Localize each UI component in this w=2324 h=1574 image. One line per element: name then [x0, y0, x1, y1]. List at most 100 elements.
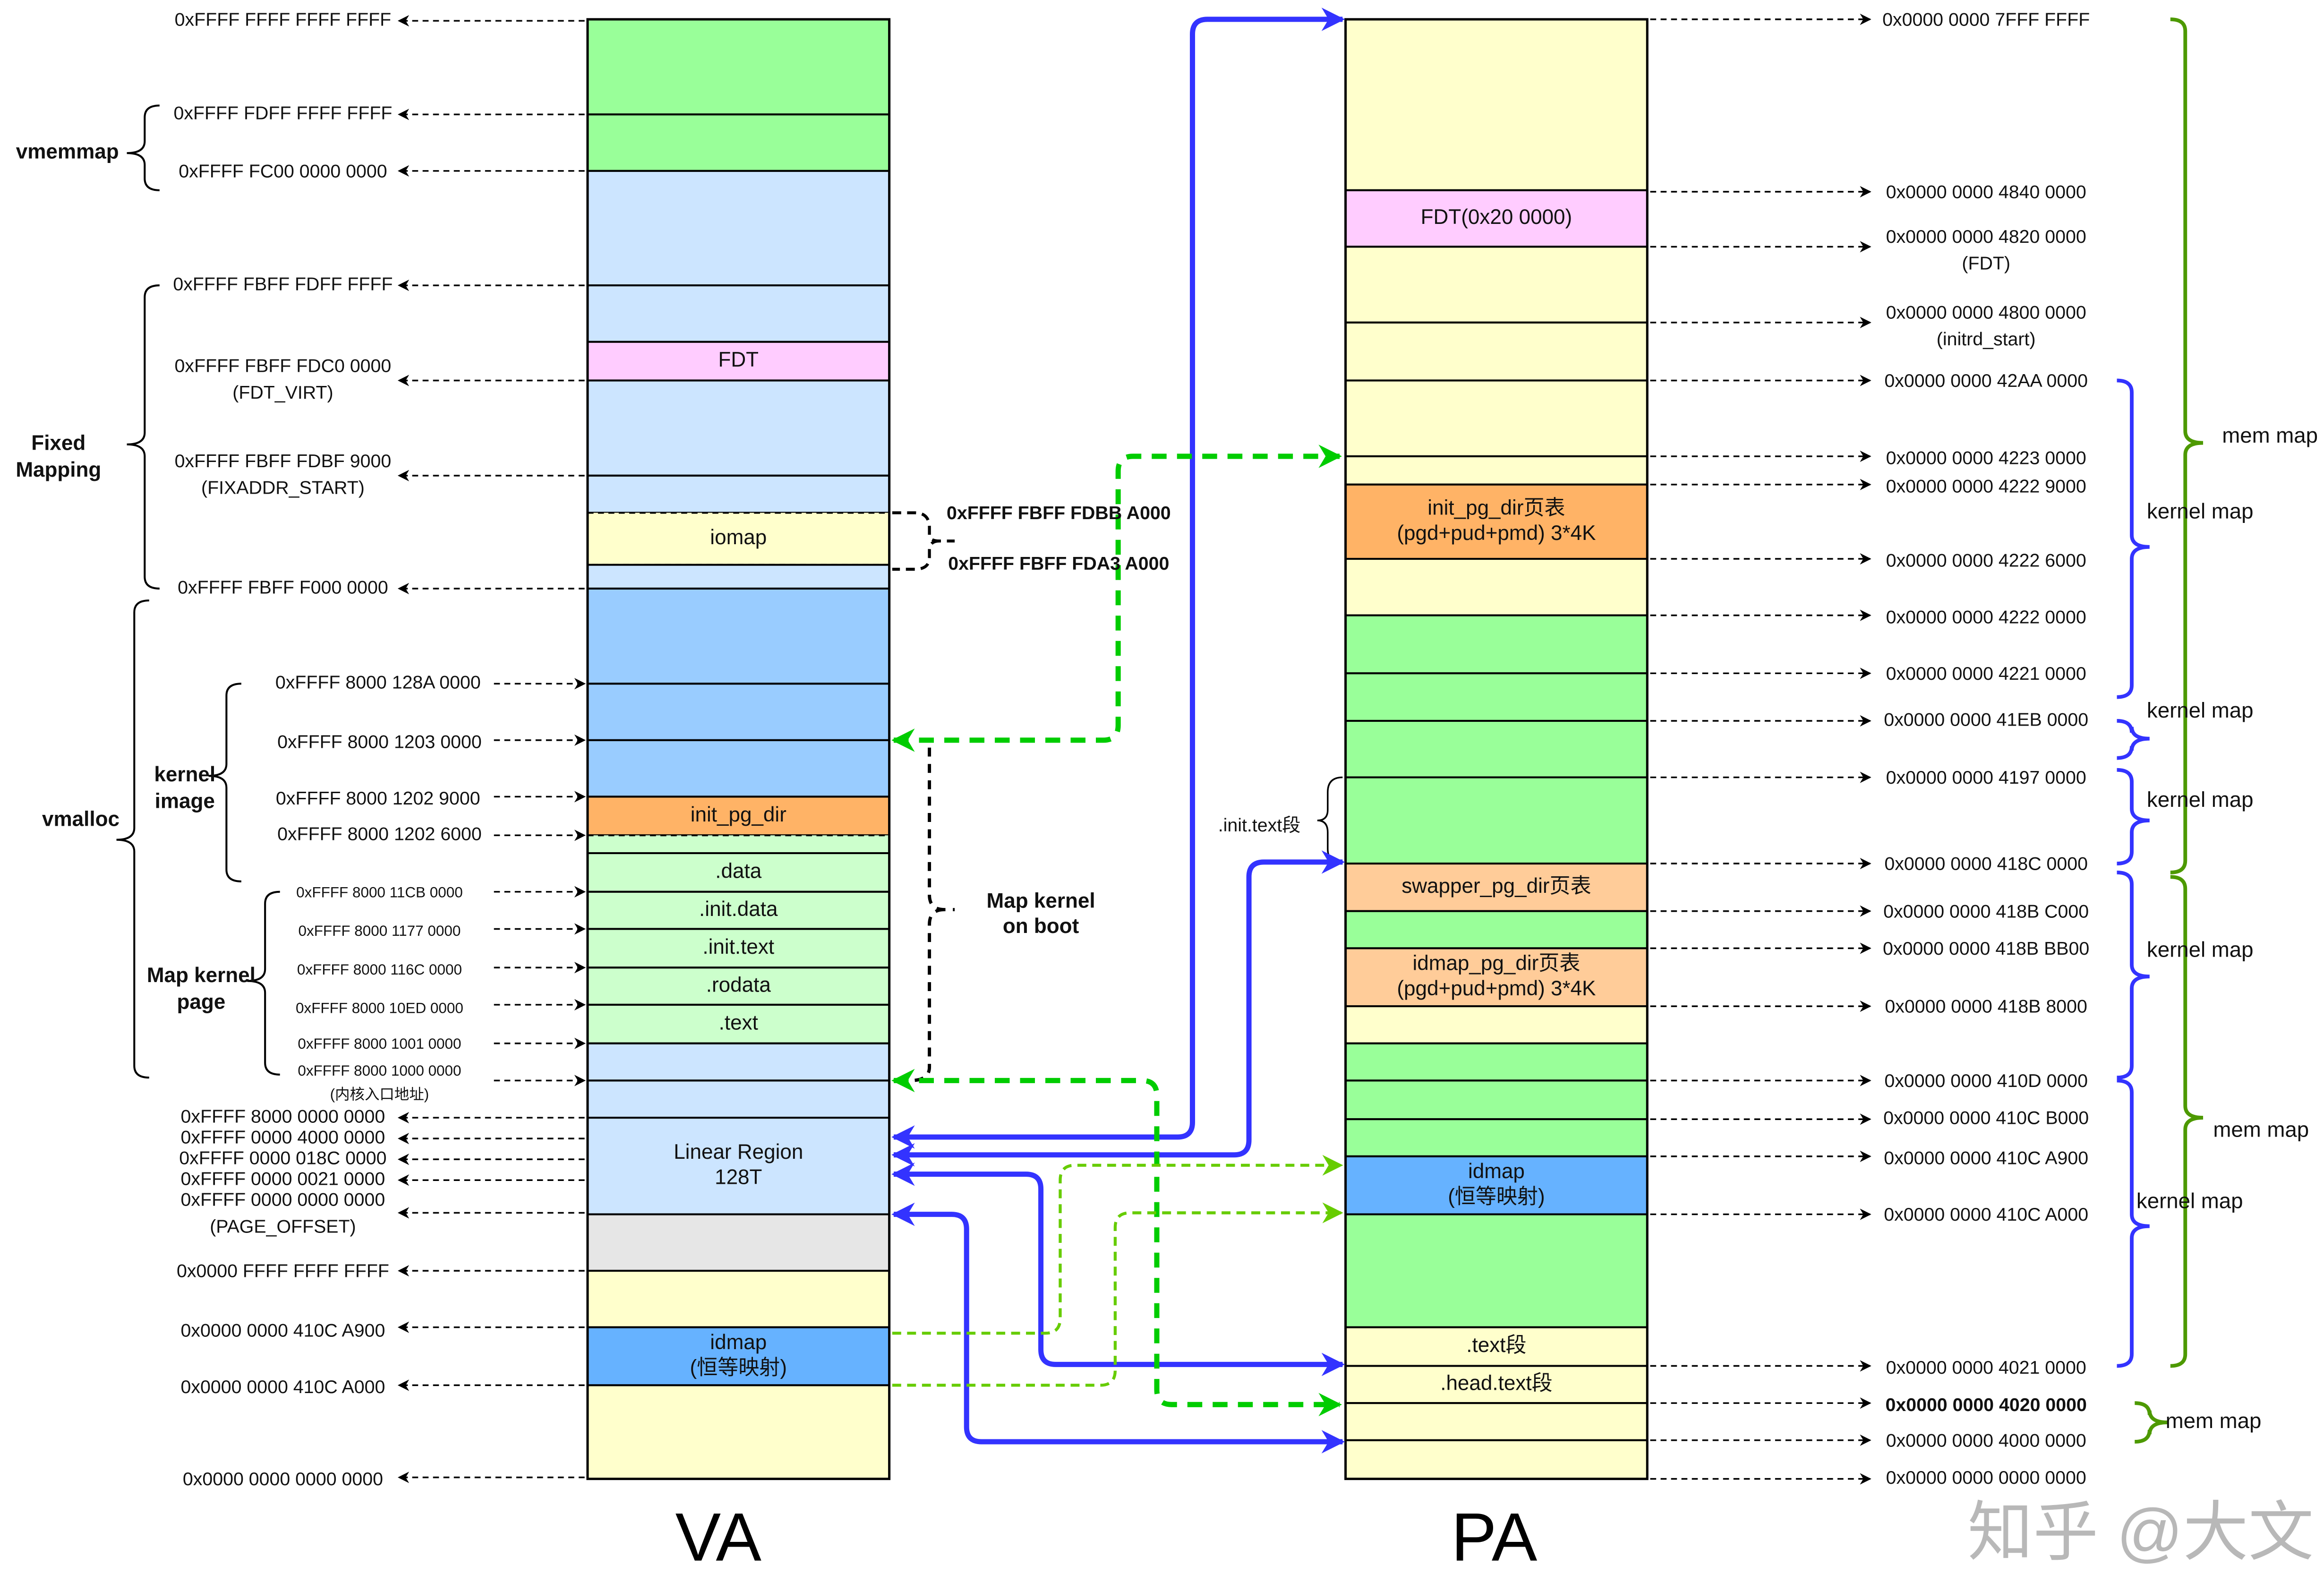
blue-mapping-arrow: [891, 1202, 1345, 1454]
va-block: [586, 1326, 890, 1386]
labels: FDTiomapinit_pg_dir.data.init.data.init.…: [16, 9, 2318, 1489]
pa-block-label: init_pg_dir页表: [1427, 496, 1565, 519]
pa-column-border: [1344, 18, 1649, 1480]
va-block: [586, 1270, 890, 1328]
pa-block: [1344, 1042, 1649, 1082]
pa-block: [1344, 1005, 1649, 1044]
va-address-label: (FDT_VIRT): [232, 382, 333, 403]
pa-block: [1344, 18, 1649, 191]
pa-address-label: (initrd_start): [1937, 329, 2036, 350]
pa-address-label: 0x0000 0000 4000 0000: [1886, 1430, 2086, 1451]
pa-address-label: 0x0000 0000 4820 0000: [1886, 226, 2086, 247]
va-group-label: vmemmap: [16, 140, 119, 163]
va-block: [586, 18, 890, 116]
va-group-label: vmalloc: [42, 807, 120, 830]
pa-block: [1344, 672, 1649, 722]
pa-block-label: FDT(0x20 0000): [1421, 205, 1572, 229]
pa-block-label: .head.text段: [1440, 1371, 1552, 1394]
va-address-label: (FIXADDR_START): [201, 478, 365, 498]
pa-block: [1344, 947, 1649, 1008]
va-block: [586, 474, 890, 514]
pa-block-label: .text段: [1466, 1334, 1526, 1357]
pa-address-label: 0x0000 0000 410C A900: [1884, 1148, 2088, 1169]
va-block-label: init_pg_dir: [691, 803, 786, 826]
pa-address-label: 0x0000 0000 410C B000: [1883, 1108, 2089, 1129]
pa-address-label: 0x0000 0000 7FFF FFFF: [1882, 9, 2090, 30]
pa-block: [1344, 1402, 1649, 1441]
va-address-label: 0x0000 0000 410C A900: [181, 1320, 385, 1341]
va-block-label: .rodata: [706, 973, 771, 996]
mem-map-brace: [2170, 17, 2204, 874]
va-block: [586, 379, 890, 477]
pa-block: [1344, 379, 1649, 457]
idmap-mapping-arrow: [892, 1202, 1343, 1387]
pa-address-label: 0x0000 0000 0000 0000: [1886, 1467, 2086, 1488]
va-address-label: 0xFFFF 8000 1202 9000: [276, 788, 480, 809]
va-group-label: Fixed: [31, 431, 85, 454]
pa-block: [1344, 910, 1649, 950]
va-block: [586, 113, 890, 172]
va-block-label: (恒等映射): [690, 1356, 787, 1379]
fixed-mapping-brace: [127, 284, 160, 590]
va-address-label: 0xFFFF 0000 0021 0000: [181, 1169, 385, 1189]
va-group-label: image: [155, 790, 215, 813]
va-block-label: iomap: [710, 526, 767, 549]
pa-address-label: 0x0000 0000 41EB 0000: [1884, 709, 2088, 730]
va-block-label: .init.text: [702, 935, 774, 958]
va-address-label: (内核入口地址): [330, 1086, 429, 1103]
green-mapping-arrow: [891, 445, 1342, 752]
iomap-brace: [892, 511, 955, 571]
pa-block: [1344, 1365, 1649, 1404]
va-address-label: 0xFFFF FFFF FFFF FFFF: [175, 9, 392, 30]
pa-block: [1344, 614, 1649, 675]
kernel-map-label: kernel map: [2136, 1189, 2243, 1213]
va-block-label: 128T: [715, 1166, 762, 1189]
pa-block: [1344, 1118, 1649, 1157]
pa-address-label: 0x0000 0000 410C A000: [1884, 1204, 2088, 1225]
kernel-map-brace: [2117, 870, 2150, 1080]
pa-block: [1344, 483, 1649, 560]
va-block: [586, 512, 890, 566]
address-arrows: [116, 8, 2204, 1485]
va-address-label: 0xFFFF 8000 1202 6000: [277, 824, 482, 845]
va-address-label: 0xFFFF 0000 4000 0000: [181, 1127, 385, 1148]
watermark: 知乎 @大文: [1968, 1496, 2314, 1569]
pa-address-label: 0x0000 0000 4021 0000: [1886, 1357, 2086, 1378]
pa-address-label: 0x0000 0000 4223 0000: [1886, 448, 2086, 469]
kernel-map-label: kernel map: [2147, 698, 2254, 722]
pa-address-label: 0x0000 0000 4197 0000: [1886, 767, 2086, 788]
pa-address-label: 0x0000 0000 42AA 0000: [1884, 370, 2088, 391]
va-block-label: Linear Region: [674, 1140, 803, 1163]
va-block: [586, 834, 890, 855]
va-address-label: 0xFFFF 8000 0000 0000: [181, 1106, 385, 1127]
iomap-address-label: 0xFFFF FBFF FDBB A000: [947, 503, 1171, 523]
va-block: [586, 284, 890, 343]
pa-address-label: 0x0000 0000 4222 9000: [1886, 476, 2086, 496]
va-address-label: 0xFFFF 8000 10ED 0000: [296, 1000, 463, 1017]
mem-map-label: mem map: [2213, 1117, 2309, 1141]
pa-title: PA: [1451, 1499, 1538, 1574]
va-address-label: 0xFFFF 8000 11CB 0000: [296, 884, 463, 900]
va-address-label: (PAGE_OFFSET): [210, 1216, 356, 1237]
va-block: [586, 683, 890, 741]
pa-block: [1344, 321, 1649, 382]
mem-map-brace: [2135, 1401, 2168, 1444]
map-kernel-on-boot-brace: [910, 747, 955, 1082]
green-mapping-arrow: [891, 1069, 1342, 1417]
va-address-label: 0xFFFF FBFF F000 0000: [178, 577, 388, 598]
idmap-mapping-arrow: [892, 1155, 1343, 1335]
va-block-label: idmap: [710, 1331, 767, 1354]
va-column-border: [586, 18, 891, 1480]
pa-block: [1344, 719, 1649, 778]
mem-map-brace: [2170, 875, 2204, 1368]
pa-block-label: (pgd+pud+pmd) 3*4K: [1397, 977, 1596, 1000]
va-address-label: 0xFFFF 0000 018C 0000: [179, 1148, 386, 1169]
va-block: [586, 1384, 890, 1480]
kernel-map-brace: [2117, 768, 2150, 865]
va-block: [586, 1079, 890, 1119]
va-address-label: 0xFFFF FC00 0000 0000: [179, 161, 387, 181]
kernel-map-brace: [2117, 719, 2150, 760]
va-group-label: kernel: [154, 763, 215, 786]
pa-address-label: 0x0000 0000 4800 0000: [1886, 302, 2086, 323]
va-address-label: 0xFFFF 8000 128A 0000: [275, 672, 481, 693]
